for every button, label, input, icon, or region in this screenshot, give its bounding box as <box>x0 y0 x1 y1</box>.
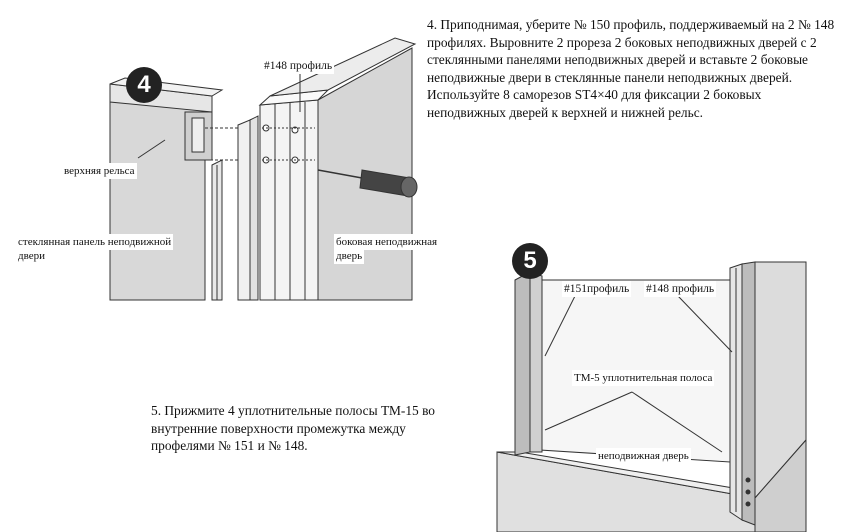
floor <box>496 451 756 532</box>
label-side-door-line1: боковая неподвижная <box>334 234 440 250</box>
label-seal-strip: TM-5 уплотнительная полоса <box>572 370 715 386</box>
label-148-profile-step5: #148 профиль <box>644 281 717 297</box>
label-fixed-door: неподвижная дверь <box>596 448 691 464</box>
profile-151 <box>514 271 531 456</box>
side-door-panel <box>237 119 251 301</box>
label-side-door-line2: дверь <box>334 248 365 264</box>
step4-instructions: 4. Приподнимая, уберите № 150 профиль, п… <box>427 17 835 120</box>
label-glass-panel-line1: стеклянная панель неподвижной <box>16 234 174 250</box>
step4-number-badge: 4 <box>126 67 162 103</box>
step5-instructions: 5. Прижмите 4 уплотнительные полосы ТМ-1… <box>151 403 436 454</box>
figure-step5 <box>496 261 807 532</box>
step5-number-badge: 5 <box>512 243 548 279</box>
label-148-profile-step4: #148 профиль <box>262 58 335 74</box>
label-glass-panel-line2: двери <box>16 248 47 264</box>
label-151-profile: #151профиль <box>562 281 632 297</box>
label-top-rail: верхняя рельса <box>62 163 137 179</box>
